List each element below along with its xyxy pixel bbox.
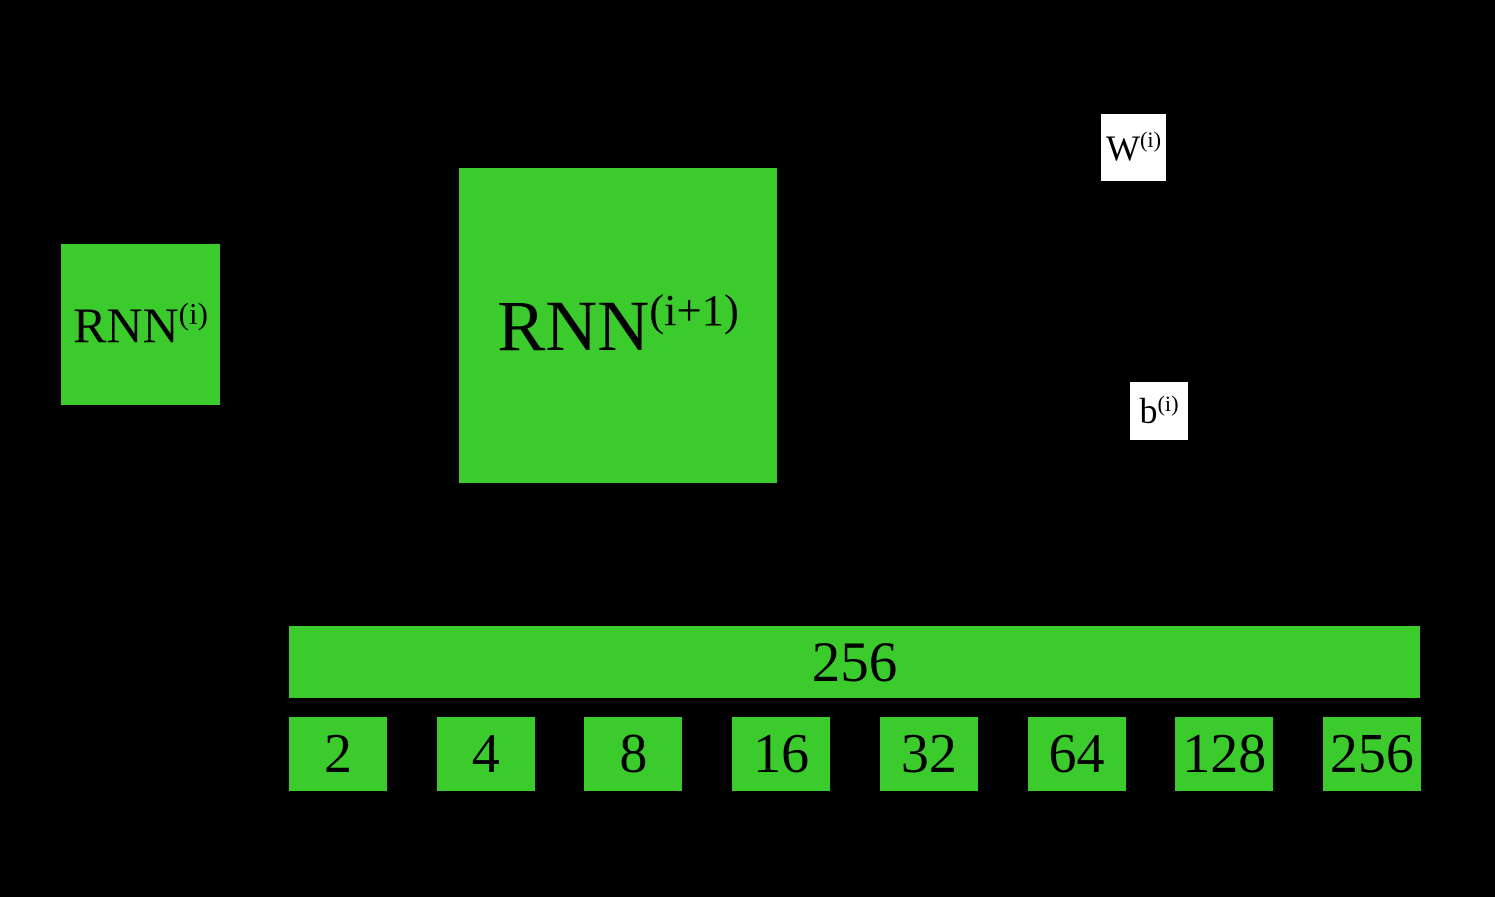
rnn-next-node: RNN(i+1) <box>459 168 777 483</box>
rnn-current-superscript: (i) <box>178 296 208 332</box>
capacity-step-box: 128 <box>1175 717 1274 791</box>
weight-matrix-label: W(i) <box>1105 127 1162 168</box>
weight-matrix-superscript: (i) <box>1139 127 1162 153</box>
capacity-step-box: 32 <box>879 717 978 791</box>
capacity-step-box: 8 <box>584 717 683 791</box>
capacity-steps-row: 2 4 8 16 32 64 128 256 <box>289 717 1421 791</box>
rnn-current-node: RNN(i) <box>61 244 220 405</box>
capacity-step-box: 64 <box>1027 717 1126 791</box>
bias-vector-label: b(i) <box>1139 390 1179 431</box>
capacity-step-box: 256 <box>1322 717 1421 791</box>
rnn-next-superscript: (i+1) <box>649 284 739 335</box>
rnn-next-label: RNN(i+1) <box>497 284 739 366</box>
weight-matrix-node: W(i) <box>1101 114 1166 181</box>
capacity-step-box: 2 <box>289 717 387 791</box>
capacity-step-box: 4 <box>436 717 535 791</box>
rnn-current-label: RNN(i) <box>73 296 208 353</box>
capacity-total-label: 256 <box>811 630 898 694</box>
capacity-total-bar: 256 <box>289 626 1420 698</box>
bias-vector-node: b(i) <box>1130 382 1188 440</box>
capacity-step-box: 16 <box>732 717 831 791</box>
bias-vector-superscript: (i) <box>1157 390 1179 416</box>
